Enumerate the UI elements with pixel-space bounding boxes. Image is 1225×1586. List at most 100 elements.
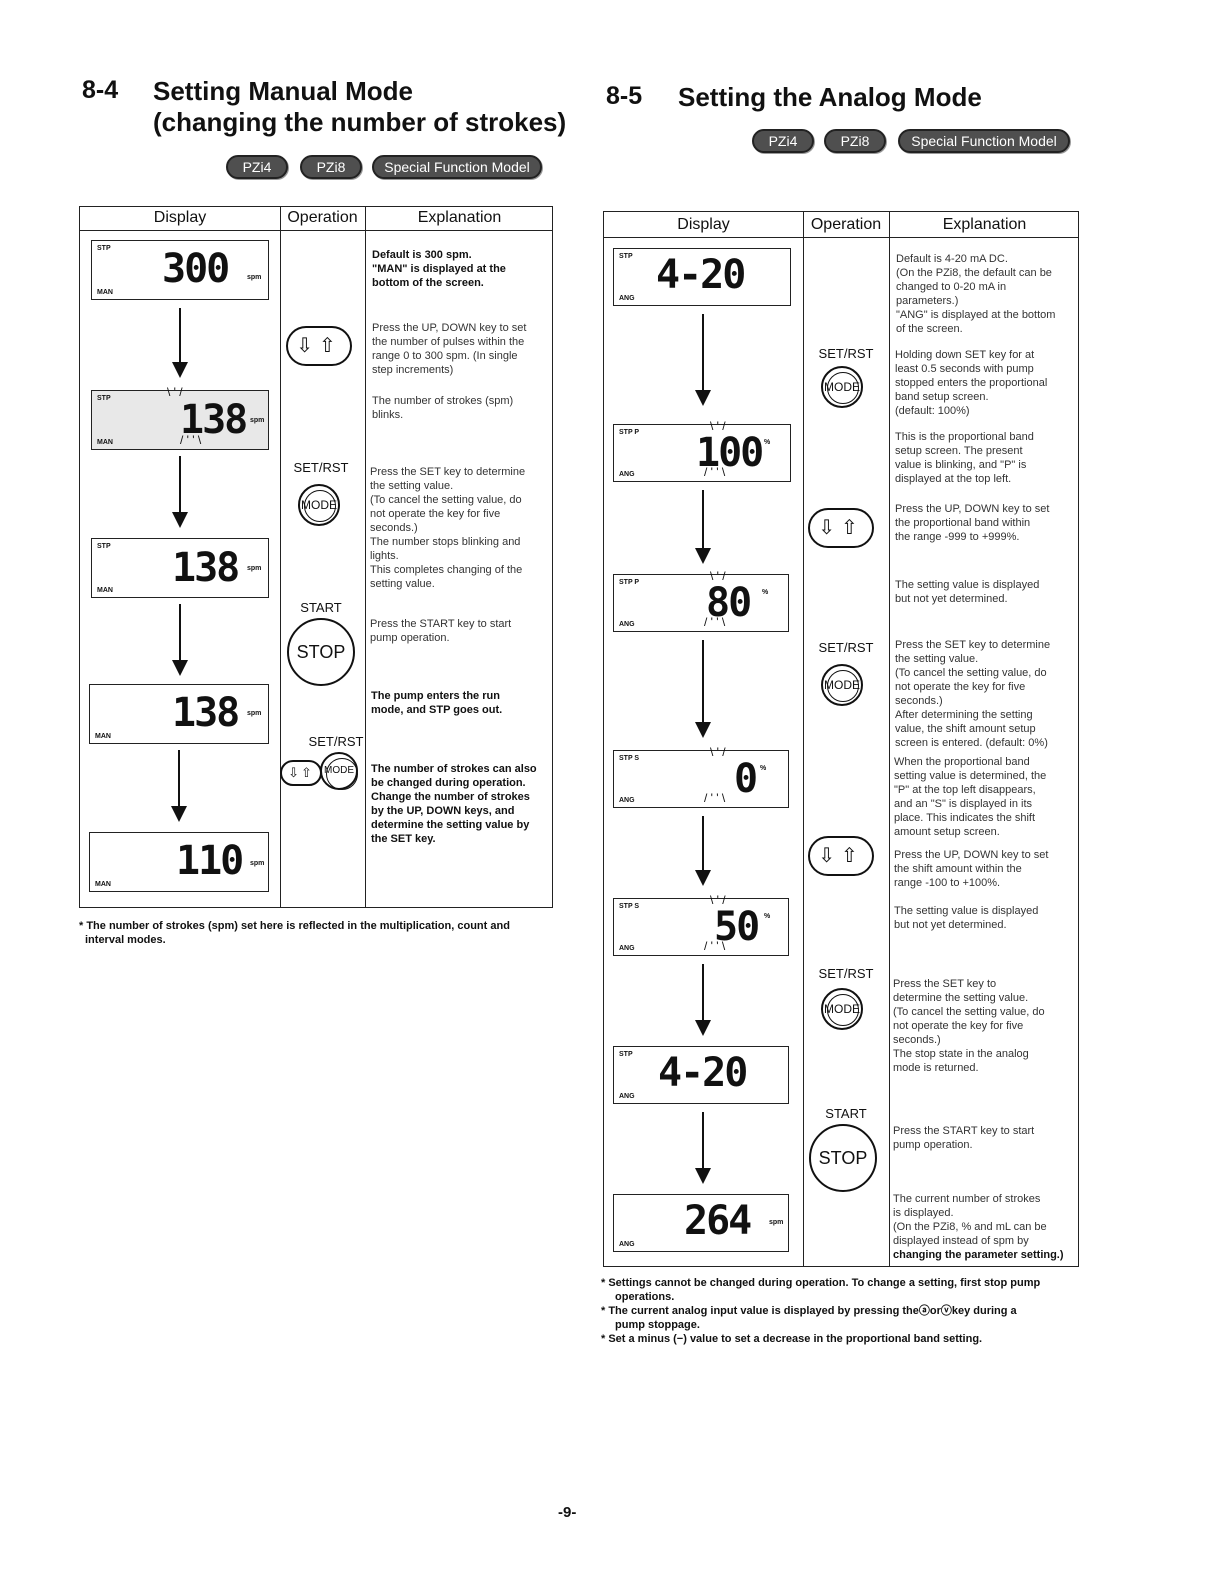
lcd-unit: spm [250,860,265,867]
lcd-unit: % [760,765,767,772]
flow-arrow [172,456,188,528]
setrst-label: SET/RST [818,640,874,655]
header-display: Display [153,209,207,226]
lcd-bottom-indicator: MAN [97,439,113,446]
up-down-keys[interactable]: ⇩⇧ [286,326,352,366]
start-label: START [825,1106,867,1121]
header-operation: Operation [287,209,358,226]
blink-marks: / ' ' \ [704,465,726,479]
section-number-8-5: 8-5 [606,82,643,110]
section-title-analog-mode: Setting the Analog Mode [678,82,982,112]
blink-marks: \ ' / [710,569,726,583]
lcd-value: 4-20 [656,252,746,298]
lcd-top-indicator: STP S [619,755,640,762]
section-number-8-4: 8-4 [82,76,119,104]
mode-key[interactable]: MODE [821,988,863,1030]
lcd-bottom-indicator: MAN [95,881,111,888]
lcd-display: STP ANG 4-20 [613,1046,789,1104]
lcd-value: 300 [162,246,230,292]
down-key-icon: ⓥ [940,1305,952,1317]
lcd-bottom-indicator: ANG [619,621,635,628]
up-down-keys[interactable]: ⇩⇧ [808,836,874,876]
header-explanation: Explanation [942,216,1027,233]
stop-key[interactable]: STOP [287,618,355,686]
flow-arrow [695,640,711,738]
up-down-keys-small[interactable]: ⇩⇧ [280,760,322,786]
lcd-display: MAN 138 spm [89,684,269,744]
blink-marks: / ' ' \ [180,433,202,447]
lcd-display: STP ANG 4-20 [613,248,791,306]
flow-arrow [695,314,711,406]
stop-key[interactable]: STOP [809,1124,877,1192]
explanation-text: The number of strokes (spm)blinks. [372,395,514,421]
flow-arrow [172,604,188,676]
setrst-label: SET/RST [818,346,874,361]
lcd-value: 138 [172,545,240,591]
blink-marks: \ ' / [710,745,726,759]
title-line-2: (changing the number of strokes) [153,107,567,137]
mode-key[interactable]: MODE [821,366,863,408]
lcd-unit: % [764,913,771,920]
lcd-top-indicator: STP [619,1051,633,1058]
lcd-value: 264 [684,1198,752,1244]
mode-key-small[interactable]: MODE [320,752,358,790]
lcd-bottom-indicator: ANG [619,471,635,478]
lcd-display-blinking: STP P ANG 100 % \ ' / / ' ' \ [613,419,791,482]
lcd-bottom-indicator: MAN [95,733,111,740]
lcd-value: 50 [714,904,760,950]
lcd-value: 4-20 [658,1050,748,1096]
lcd-unit: spm [769,1219,784,1226]
mode-key[interactable]: MODE [821,664,863,706]
flow-arrow [695,490,711,564]
blink-marks: \ ' / [167,385,183,399]
up-down-keys[interactable]: ⇩⇧ [808,508,874,548]
lcd-top-indicator: STP P [619,579,640,586]
badge-pzi4: PZi4 [752,129,814,153]
lcd-unit: spm [247,710,262,717]
page-number: -9- [558,1504,577,1521]
setrst-label: SET/RST [308,734,364,749]
lcd-unit: % [762,589,769,596]
lcd-bottom-indicator: MAN [97,289,113,296]
blink-marks: \ ' / [710,893,726,907]
footnote-keys-line: * The current analog input value is disp… [601,1305,1017,1317]
blink-marks: / ' ' \ [704,939,726,953]
flow-arrow [695,816,711,886]
flow-arrow [695,964,711,1036]
header-operation: Operation [810,216,882,233]
lcd-top-indicator: STP [97,543,111,550]
lcd-bottom-indicator: ANG [619,797,635,804]
lcd-bottom-indicator: MAN [97,587,113,594]
flow-arrow [172,308,188,378]
badge-pzi4: PZi4 [226,155,288,179]
lcd-unit: % [764,439,771,446]
up-key-icon: ⓐ [918,1305,930,1317]
badge-special-function-model: Special Function Model [372,155,542,179]
header-display: Display [677,216,730,233]
lcd-top-indicator: STP S [619,903,640,910]
badge-pzi8: PZi8 [300,155,362,179]
lcd-value: 0 [734,756,758,802]
lcd-value: 110 [176,838,244,884]
lcd-value: 138 [180,397,248,443]
footnote: * Settings cannot be changed during oper… [601,1277,1041,1345]
lcd-unit: spm [247,274,262,281]
flow-arrow [695,1112,711,1184]
mode-key[interactable]: MODE [298,484,340,526]
lcd-display-blinking: STP S ANG 0 % \ ' / / ' ' \ [613,745,789,808]
badge-special-function-model: Special Function Model [898,129,1070,153]
blink-marks: \ ' / [710,419,726,433]
explanation-text: Default is 4-20 mA DC.(On the PZi8, the … [896,253,1056,335]
